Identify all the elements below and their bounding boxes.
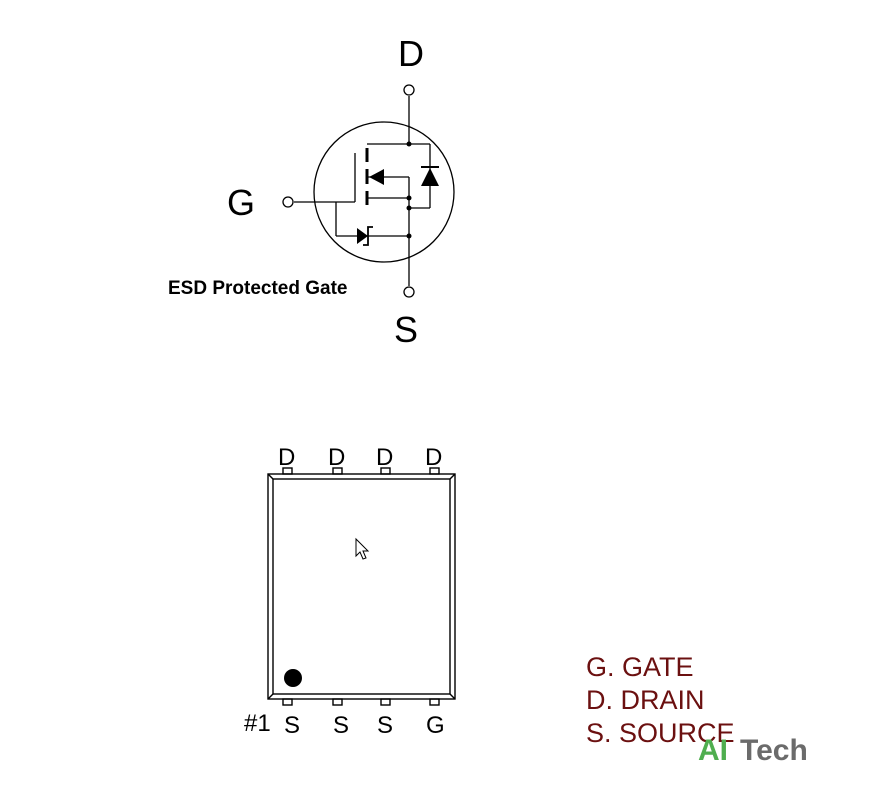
junction-dot: [406, 195, 412, 201]
package-outline: [267, 467, 456, 706]
junction-dot: [406, 205, 412, 211]
drain-terminal: [403, 84, 415, 96]
top-pin-label: D: [376, 444, 393, 471]
drain-label: D: [398, 33, 424, 74]
top-pin-label: D: [278, 444, 295, 471]
top-pin-tab: [380, 467, 391, 475]
corner-line: [449, 473, 456, 480]
zener-diode-icon: [357, 228, 368, 244]
corner-line: [449, 693, 456, 700]
dots: [406, 141, 412, 239]
top-pin-tab: [332, 467, 343, 475]
bottom-pin-label: S: [333, 712, 349, 739]
symbol-circle: [313, 121, 455, 263]
top-pin-tab: [429, 467, 440, 475]
bottom-pin-label: G: [426, 712, 445, 739]
logo-ai: AI: [698, 734, 728, 767]
top-pin-tab: [282, 467, 293, 475]
legend-gate: G. GATE: [586, 652, 694, 682]
symbol-arrows: [357, 168, 439, 244]
legend-source: S. SOURCE: [586, 718, 735, 748]
mosfet-symbol: [282, 84, 455, 298]
bottom-pin-tab: [282, 698, 293, 706]
logo-tech: Tech: [740, 734, 808, 767]
gate-terminal: [282, 196, 294, 208]
bottom-pin-tab: [332, 698, 343, 706]
top-pin-label: D: [328, 444, 345, 471]
channel-arrow: [369, 169, 384, 185]
junction-dot: [406, 141, 412, 147]
corner-line: [267, 693, 274, 700]
body-diode-icon: [421, 168, 439, 186]
top-pin-label: D: [425, 444, 442, 471]
package-body-outer: [267, 473, 456, 700]
bottom-pin-tab: [380, 698, 391, 706]
gate-label: G: [227, 182, 255, 223]
bottom-pin-tab: [429, 698, 440, 706]
esd-caption: ESD Protected Gate: [168, 278, 348, 299]
package-body-inner: [272, 478, 451, 695]
bottom-pin-label: S: [377, 712, 393, 739]
bottom-pin-label: S: [284, 712, 300, 739]
source-label: S: [394, 309, 418, 350]
legend-drain: D. DRAIN: [586, 685, 705, 715]
corner-line: [267, 473, 274, 480]
source-terminal: [403, 286, 415, 298]
junction-dot: [406, 233, 412, 239]
aitech-logo: AI Tech: [698, 734, 808, 767]
mouse-cursor-icon: [355, 537, 370, 560]
pin1-dot: [284, 669, 302, 687]
pin1-marker: #1: [244, 710, 271, 737]
